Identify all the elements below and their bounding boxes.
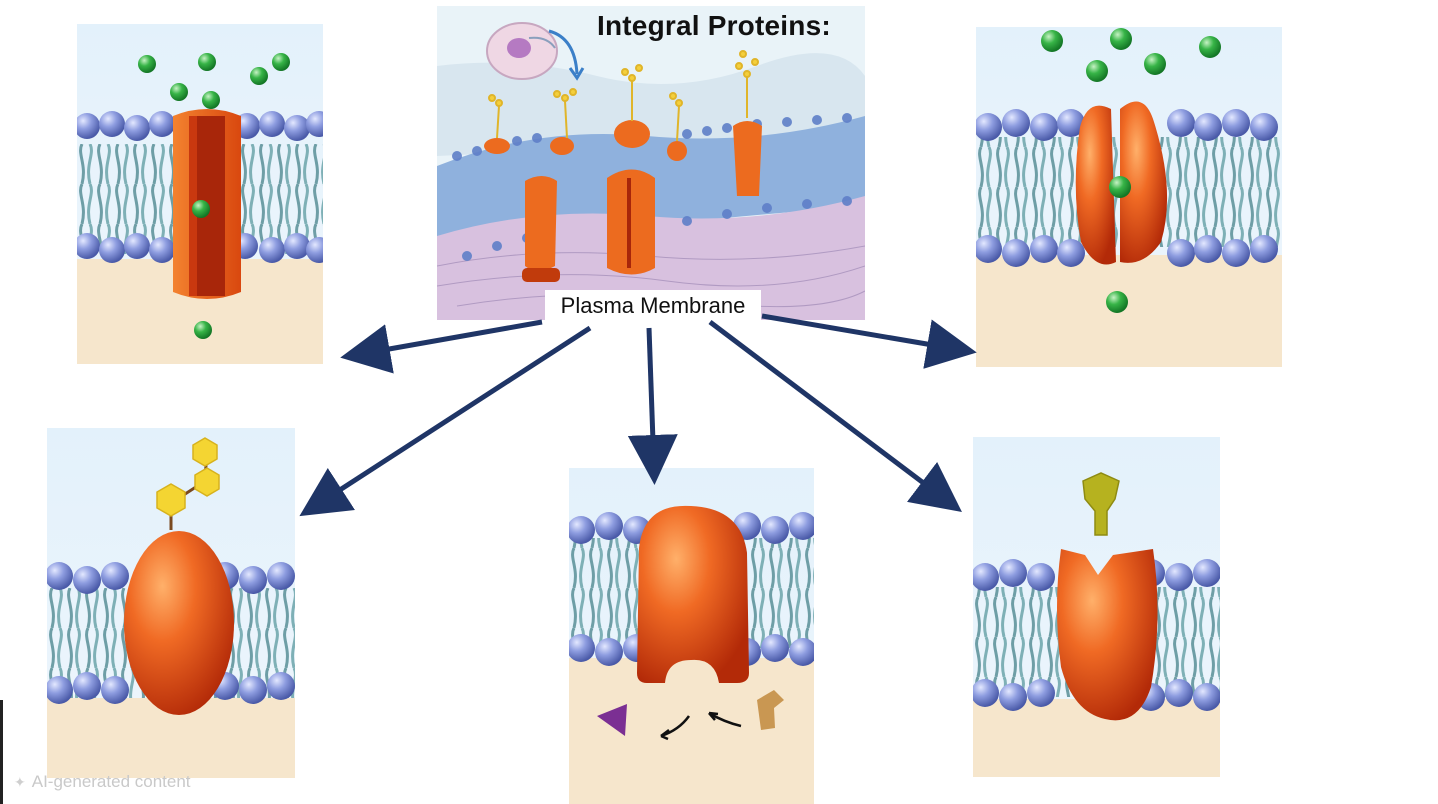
watermark-text: AI-generated content xyxy=(32,772,191,792)
arrow-to-carrier-protein xyxy=(762,316,962,350)
arrow-to-enzyme xyxy=(649,328,654,470)
arrow-to-channel-protein xyxy=(355,322,542,355)
arrow-to-receptor xyxy=(710,322,950,503)
left-edge-strip xyxy=(0,700,3,804)
sparkle-icon: ✦ xyxy=(14,774,26,791)
ai-generated-watermark: ✦ AI-generated content xyxy=(14,772,191,792)
arrow-to-glycoprotein xyxy=(312,328,590,508)
